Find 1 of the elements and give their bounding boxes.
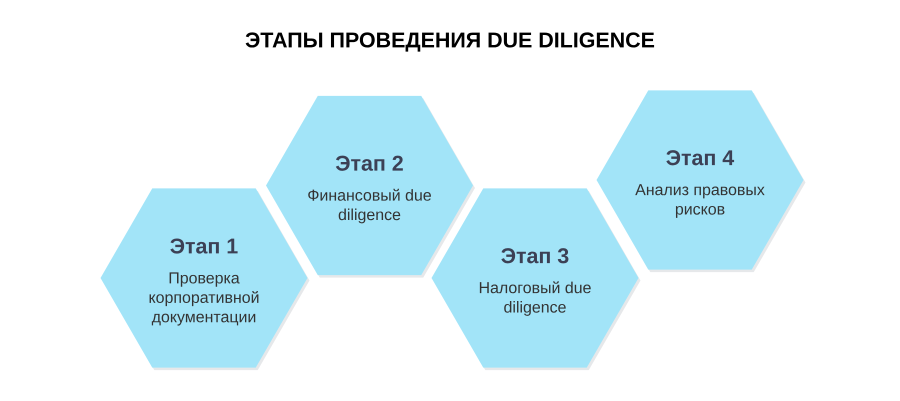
title: ЭТАПЫ ПРОВЕДЕНИЯ DUE DILIGENCE: [246, 32, 654, 52]
